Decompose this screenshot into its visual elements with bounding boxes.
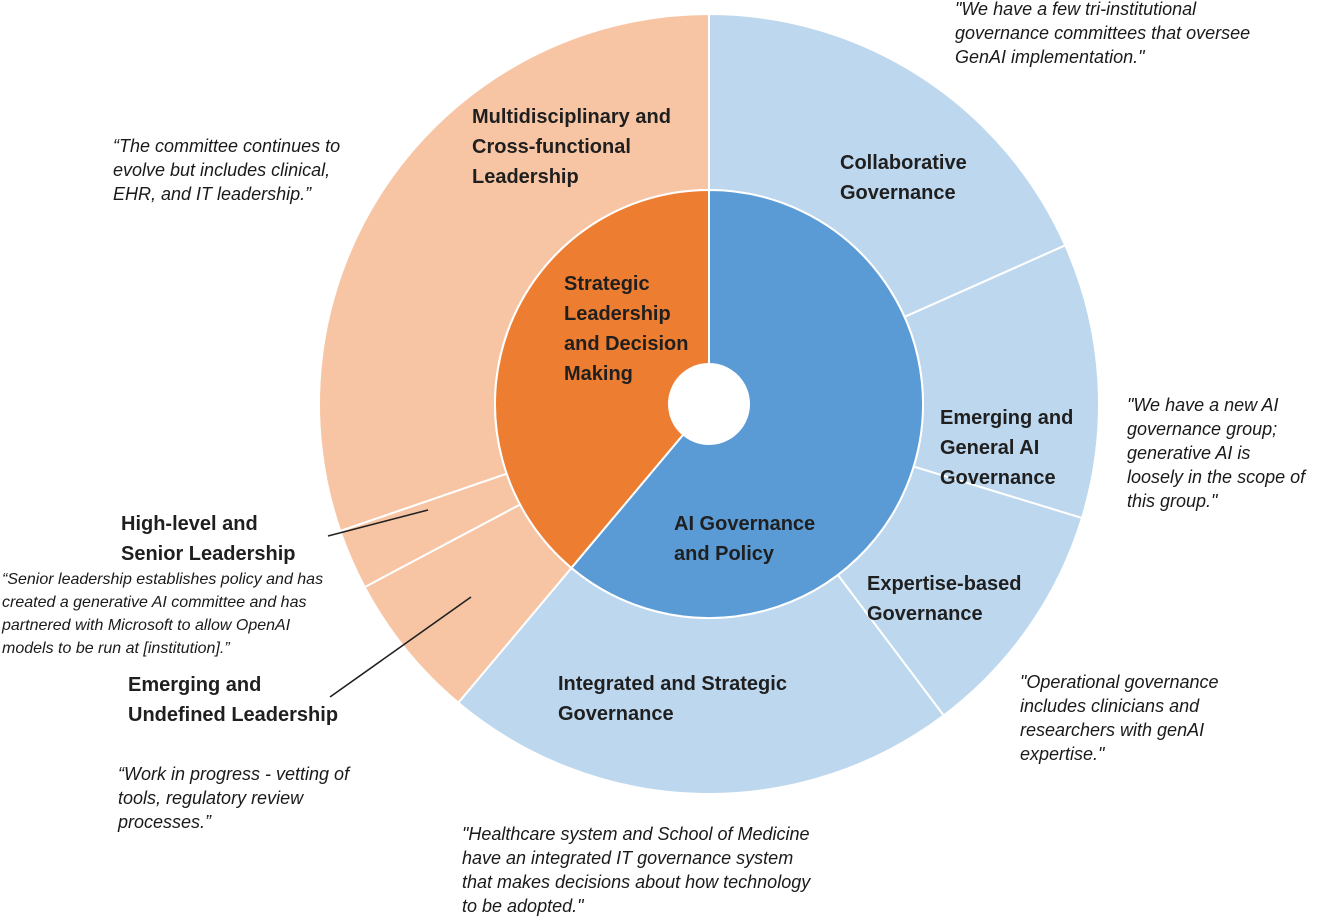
center-hole	[669, 364, 749, 444]
label-line: Collaborative	[840, 152, 967, 174]
label-line: and Policy	[674, 543, 775, 565]
label-line: Emerging and	[128, 674, 261, 696]
label-line: Expertise-based	[867, 573, 1022, 595]
quote-senior-leadership: “Senior leadership establishes policy an…	[2, 571, 324, 657]
inner-ring	[494, 188, 924, 619]
label-line: General AI	[940, 437, 1039, 459]
segment-label-ai-governance-and-policy: AI Governance and Policy	[674, 513, 815, 565]
label-line: Strategic	[564, 273, 650, 295]
quote-healthcare-system: "Healthcare system and School of Medicin…	[462, 824, 811, 916]
label-line: Leadership	[472, 166, 579, 188]
leader-lines	[327, 509, 472, 698]
label-line: Cross-functional	[472, 136, 631, 158]
label-line: Undefined Leadership	[128, 704, 338, 726]
label-line: Making	[564, 363, 633, 385]
label-line: Leadership	[564, 303, 671, 325]
label-line: AI Governance	[674, 513, 815, 535]
label-line: Integrated and Strategic	[558, 673, 787, 695]
quote-operational: "Operational governance includes clinici…	[1020, 672, 1219, 764]
quote-committee: “The committee continues to evolve but i…	[113, 136, 341, 204]
label-line: High-level and	[121, 513, 258, 535]
label-line: Emerging and	[940, 407, 1073, 429]
label-line: Governance	[940, 467, 1056, 489]
label-line: Governance	[558, 703, 674, 725]
label-line: and Decision	[564, 333, 688, 355]
leader-line-emerging-and-undefined-leadership	[329, 596, 472, 698]
label-line: Senior Leadership	[121, 543, 296, 565]
label-line: Multidisciplinary and	[472, 106, 671, 128]
leader-line-high-level-and-senior-leadership	[327, 509, 429, 537]
label-line: Governance	[840, 182, 956, 204]
label-line: Governance	[867, 603, 983, 625]
quote-tri-institutional: "We have a few tri-institutional governa…	[955, 0, 1251, 67]
outer-ring	[318, 12, 1100, 795]
quote-new-ai-group: "We have a new AI governance group; gene…	[1127, 395, 1306, 511]
quote-work-in-progress: “Work in progress - vetting of tools, re…	[118, 764, 350, 832]
